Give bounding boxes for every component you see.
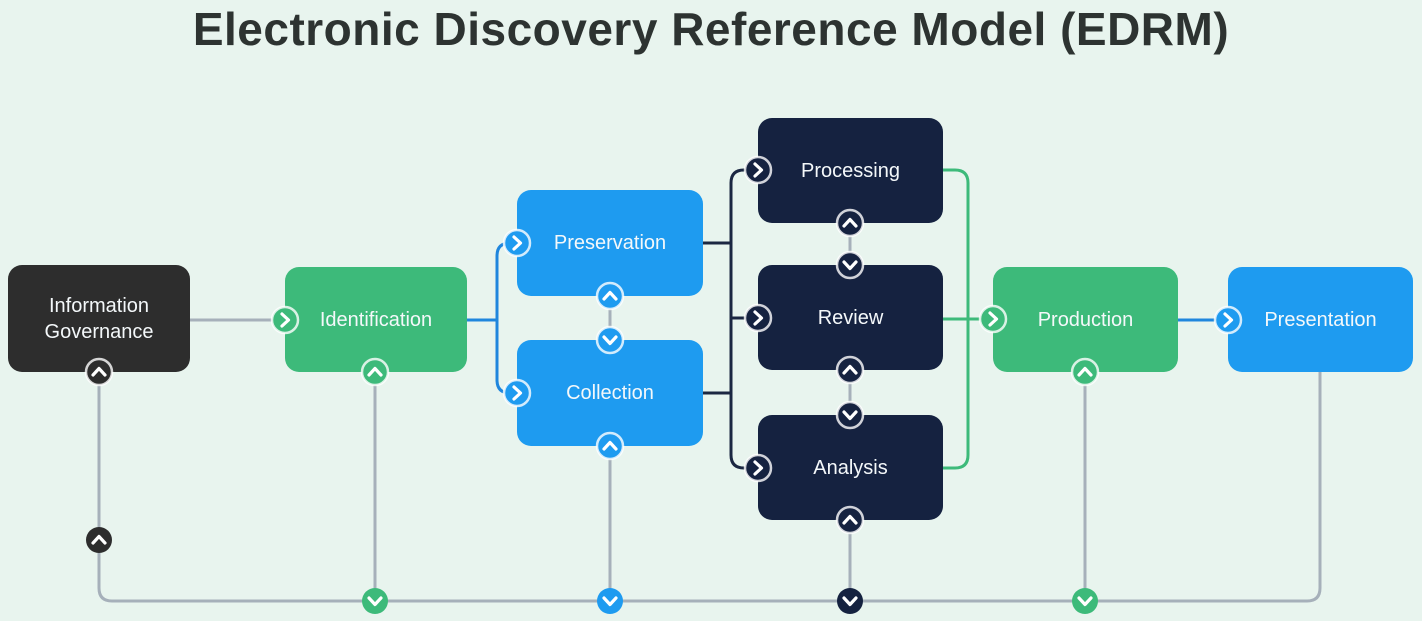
node-review: Review	[758, 265, 943, 370]
node-label-information-governance: Information Governance	[44, 294, 154, 343]
node-label-identification: Identification	[319, 308, 433, 331]
node-label-collection: Collection	[566, 382, 654, 404]
node-identification: Identification	[285, 267, 467, 372]
connector-line	[97, 372, 1322, 603]
node-label-review: Review	[817, 306, 884, 329]
diagram-title: Electronic Discovery Reference Model (ED…	[192, 3, 1230, 55]
node-processing: Processing	[758, 118, 943, 223]
node-label-production: Production	[1037, 308, 1134, 331]
node-preservation: Preservation	[517, 190, 703, 296]
node-label-preservation: Preservation	[553, 232, 667, 254]
node-presentation: Presentation	[1228, 267, 1413, 372]
node-label-presentation: Presentation	[1264, 308, 1377, 331]
node-information-governance: Information Governance	[8, 265, 190, 372]
node-production: Production	[993, 267, 1178, 372]
node-label-processing: Processing	[801, 159, 900, 182]
node-collection: Collection	[517, 340, 703, 446]
node-analysis: Analysis	[758, 415, 943, 520]
node-label-analysis: Analysis	[813, 456, 888, 479]
